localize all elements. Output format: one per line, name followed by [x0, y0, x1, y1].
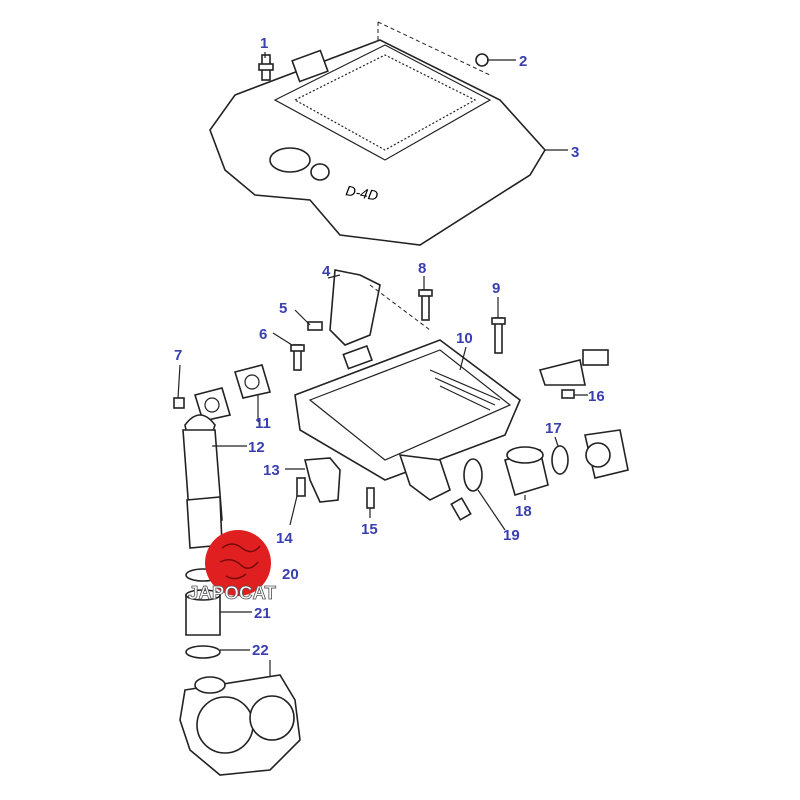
label-19[interactable]: 19 — [503, 527, 520, 544]
intercooler — [294, 269, 521, 501]
clamp-19 — [463, 458, 483, 492]
label-2[interactable]: 2 — [519, 53, 527, 70]
label-17[interactable]: 17 — [545, 420, 562, 437]
bolt-9 — [491, 317, 506, 354]
logo-emblem-icon — [219, 543, 261, 580]
bolt-15 — [366, 487, 375, 509]
label-9[interactable]: 9 — [492, 280, 500, 297]
hose-21 — [185, 589, 221, 636]
label-21[interactable]: 21 — [254, 605, 271, 622]
label-13[interactable]: 13 — [263, 462, 280, 479]
label-20[interactable]: 20 — [282, 566, 299, 583]
gasket-11 — [233, 364, 272, 399]
throttle-body — [584, 429, 629, 479]
label-10[interactable]: 10 — [456, 330, 473, 347]
clamp-17 — [551, 445, 569, 475]
cover-text: D-4D — [344, 182, 379, 203]
sensor — [450, 497, 472, 521]
bolt-6 — [290, 344, 305, 371]
label-1[interactable]: 1 — [260, 35, 268, 52]
japocat-logo: JAPOCAT — [188, 530, 276, 603]
label-11[interactable]: 11 — [255, 415, 271, 432]
label-15[interactable]: 15 — [361, 521, 378, 538]
label-5[interactable]: 5 — [279, 300, 287, 317]
label-16[interactable]: 16 — [588, 388, 605, 405]
logo-text: JAPOCAT — [188, 583, 276, 603]
clamp-22 — [185, 645, 221, 659]
pipe-12 — [182, 429, 223, 549]
label-4[interactable]: 4 — [322, 263, 331, 280]
bolt-7 — [173, 397, 185, 409]
sensor-bracket-16 — [538, 349, 609, 399]
label-22[interactable]: 22 — [252, 642, 269, 659]
turbocharger — [179, 674, 301, 776]
label-18[interactable]: 18 — [515, 503, 532, 520]
part-labels: 1 2 3 4 5 6 7 8 9 10 11 12 13 14 15 16 1… — [174, 35, 605, 659]
leader-lines — [177, 52, 588, 676]
bolt-1 — [258, 54, 274, 81]
label-6[interactable]: 6 — [259, 326, 267, 343]
label-3[interactable]: 3 — [571, 144, 579, 161]
bracket-13 — [303, 457, 341, 503]
hose-18 — [504, 446, 549, 497]
label-14[interactable]: 14 — [276, 530, 293, 547]
bolt-5 — [307, 321, 323, 331]
label-7[interactable]: 7 — [174, 347, 182, 364]
label-8[interactable]: 8 — [418, 260, 426, 277]
nut-2 — [475, 53, 489, 67]
bolt-8 — [418, 289, 433, 321]
engine-cover: D-4D — [209, 21, 546, 246]
label-12[interactable]: 12 — [248, 439, 265, 456]
bolt-14 — [296, 477, 306, 497]
